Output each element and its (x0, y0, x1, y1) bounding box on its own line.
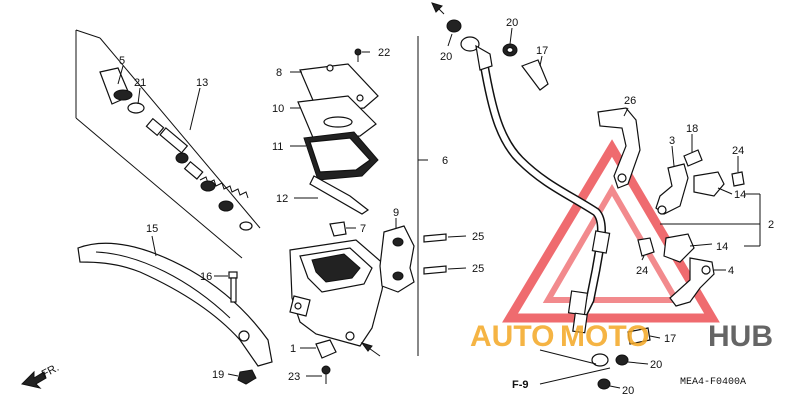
diagram-code: MEA4-F0400A (680, 377, 746, 388)
callout-8: 8 (276, 67, 282, 79)
callout-15: 15 (146, 223, 158, 235)
leader-lines (117, 27, 761, 389)
callout-11: 11 (272, 141, 283, 153)
callout-24-upper: 24 (732, 145, 744, 157)
callout-20-a: 20 (440, 51, 452, 63)
callout-14-upper: 14 (734, 189, 746, 201)
callout-25-upper: 25 (472, 231, 484, 243)
callout-20-d: 20 (622, 385, 634, 397)
callout-24-lower: 24 (636, 265, 648, 277)
piston-kit (75, 29, 261, 259)
watermark-logo: AUTO MOTO HUB (470, 320, 773, 353)
callout-18: 18 (686, 123, 698, 135)
callout-26: 26 (624, 95, 636, 107)
view-marker: F-9 (512, 379, 529, 391)
callout-16: 16 (200, 271, 212, 283)
callout-9: 9 (393, 207, 399, 219)
pivot-bolt (228, 271, 238, 303)
callout-5: 5 (119, 55, 125, 67)
reservoir-group (289, 36, 447, 384)
watermark-hub: HUB (708, 320, 773, 353)
brake-hose (446, 19, 651, 390)
front-direction-marker: FR. (21, 362, 61, 389)
callout-25-lower: 25 (472, 263, 484, 275)
watermark-auto: AUTO (470, 320, 554, 353)
callout-1: 1 (290, 343, 296, 355)
arrow-up (431, 2, 445, 15)
callout-14-lower: 14 (716, 241, 728, 253)
callout-12: 12 (276, 193, 288, 205)
callout-10: 10 (272, 103, 284, 115)
callout-13: 13 (196, 77, 208, 89)
callout-3: 3 (669, 135, 675, 147)
callout-7: 7 (360, 223, 366, 235)
callout-21: 21 (134, 77, 146, 89)
callout-labels: 1 2 3 4 5 6 7 8 9 10 11 12 13 14 14 15 1… (119, 17, 774, 397)
callout-20-b: 20 (506, 17, 518, 29)
callout-19: 19 (212, 369, 224, 381)
watermark-moto: MOTO (560, 320, 649, 353)
front-label: FR. (40, 362, 61, 381)
callout-17-lower: 17 (664, 333, 676, 345)
callout-6: 6 (442, 155, 448, 167)
callout-20-c: 20 (650, 359, 662, 371)
arrow-to-body (360, 342, 381, 357)
hose-clamps (597, 107, 745, 307)
callout-4: 4 (728, 265, 734, 277)
callout-22: 22 (378, 47, 390, 59)
callout-23: 23 (288, 371, 300, 383)
callout-17-upper: 17 (536, 45, 548, 57)
pivot-nut (237, 369, 257, 385)
callout-2: 2 (768, 219, 774, 231)
brake-lever (77, 242, 273, 367)
